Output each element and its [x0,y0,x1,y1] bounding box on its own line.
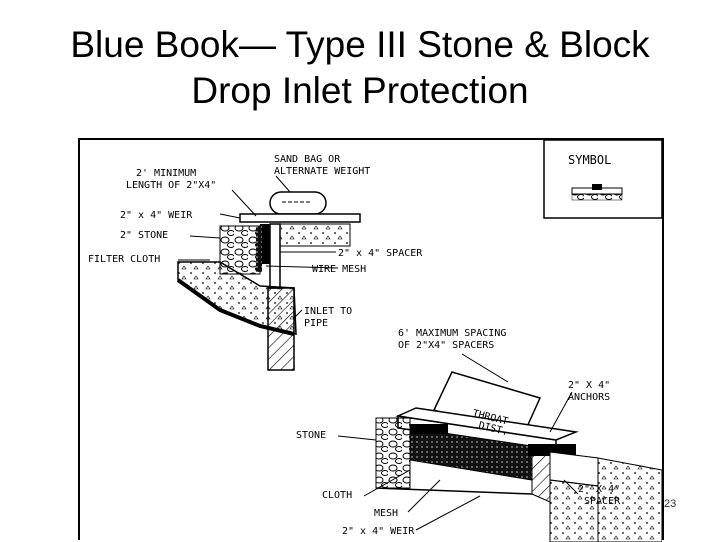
symbol-label: SYMBOL [568,153,611,167]
slide-title: Blue Book— Type III Stone & Block Drop I… [0,22,720,114]
label-anchors-2: ANCHORS [568,392,610,403]
label-min-length-2: LENGTH OF 2"X4" [126,180,216,191]
sand-bag-shape [269,191,327,215]
isometric-view [337,353,662,542]
label-mesh: MESH [374,508,398,519]
slide-number: 23 [664,498,677,510]
diagram-drawing: SYMBOL [88,140,662,542]
label-wire-mesh: WIRE MESH [312,264,366,275]
slide-title-line-1: Blue Book— Type III Stone & Block [70,24,650,65]
label-inlet-to: INLET TO [304,306,352,317]
slide-title-line-2: Drop Inlet Protection [191,70,529,111]
label-max-spacing-2: OF 2"X4" SPACERS [398,340,494,351]
symbol-box: SYMBOL [543,140,662,219]
cross-section [176,175,361,371]
label-spacer: 2" x 4" SPACER [338,248,423,259]
label-sand-bag-2: ALTERNATE WEIGHT [274,166,370,177]
label-sand-bag: SAND BAG OR [274,154,341,165]
label-inlet-pipe: PIPE [304,318,328,329]
label-anchors: 2" X 4" [568,380,610,391]
label-spacer-lower-2: SPACER [584,496,621,507]
label-spacer-lower: 2" X 4" [578,484,620,495]
label-stone-lower: STONE [296,430,326,441]
drop-inlet-diagram: SYMBOL [78,138,664,542]
label-weir: 2" x 4" WEIR [120,210,193,221]
label-weir-lower: 2" x 4" WEIR [342,526,415,537]
label-max-spacing: 6' MAXIMUM SPACING [398,328,506,339]
label-filter-cloth: FILTER CLOTH [88,254,160,265]
label-stone: 2" STONE [120,230,168,241]
label-cloth: CLOTH [322,490,352,501]
label-min-length: 2' MINIMUM [136,168,196,179]
